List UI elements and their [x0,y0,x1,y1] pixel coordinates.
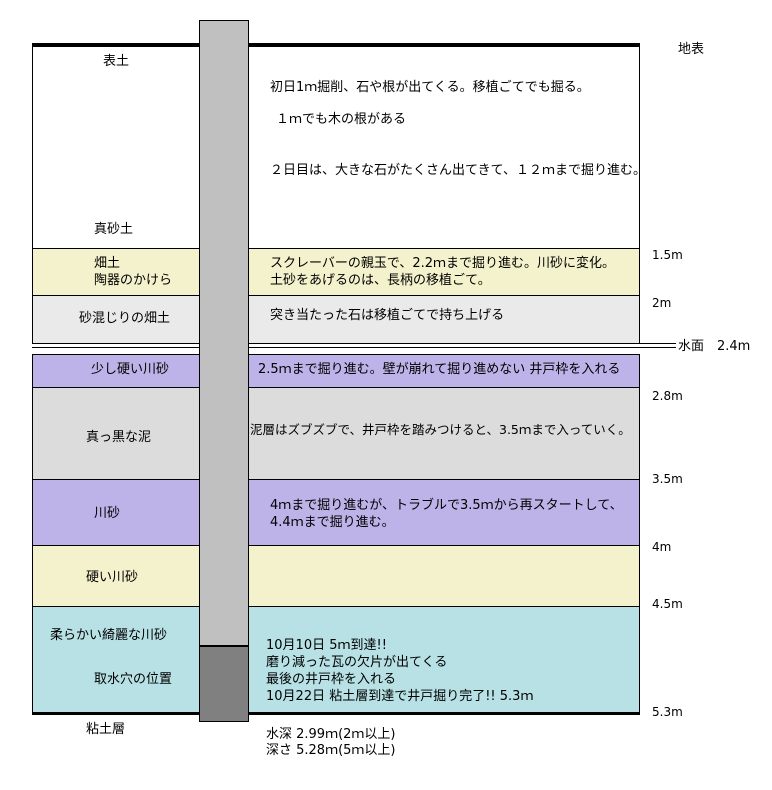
layer-topsoil [32,46,640,249]
summary-total-depth: 深さ 5.28ｍ(5ｍ以上) [266,743,396,758]
layer-note: 4ｍまで掘り進むが、トラブルで3.5ｍから再スタートして、 [270,498,623,513]
depth-label: 5.3m [652,705,683,719]
layer-name-black-mud: 真っ黒な泥 [86,430,152,445]
layer-name-field-soil: 畑土 [94,256,121,271]
depth-label: 4.5m [652,597,683,611]
layer-name-pottery: 陶器のかけら [94,273,173,288]
layer-note: 10月10日 5ｍ到達!! [266,638,387,653]
layer-name-masado: 真砂土 [94,222,134,237]
depth-label: 3.5m [652,472,683,486]
layer-note: 最後の井戸枠を入れる [266,672,397,687]
well-pipe [199,20,249,646]
layer-note: 突き当たった石は移植ごてで持ち上げる [270,308,505,323]
layer-note: １ｍでも木の根がある [276,112,407,127]
layer-name-intake-position: 取水穴の位置 [94,672,173,687]
layer-note: 泥層はズブズブで、井戸枠を踏みつけると、3.5ｍまで入っていく。 [250,422,631,437]
depth-label: 2m [652,296,672,310]
water-surface-line [32,343,676,344]
layer-note: 4.4ｍまで掘り進む。 [270,515,395,530]
bottom-layer-label: 粘土層 [86,722,126,737]
layer-name-soft-clean-river-sand: 柔らかい綺麗な川砂 [50,628,168,643]
summary-water-depth: 水深 2.99ｍ(2ｍ以上) [266,727,396,742]
ground-surface-line [32,43,640,46]
layer-note: 2.5ｍまで掘り進む。壁が崩れて掘り進めない 井戸枠を入れる [258,362,621,377]
layer-hard-river-sand [32,545,640,607]
layer-note: 磨り減った瓦の欠片が出てくる [266,655,448,670]
layer-note: 初日1ｍ掘削、石や根が出てくる。移植ごてでも掘る。 [270,80,590,95]
surface-label: 地表 [678,42,705,57]
water-surface-line [32,347,676,348]
layer-note: ２日目は、大きな石がたくさん出てきて、１２ｍまで掘り進む。 [270,163,646,178]
layer-note: スクレーバーの親玉で、2.2ｍまで掘り進む。川砂に変化。 [270,256,616,271]
layer-name-topsoil: 表土 [103,54,130,69]
depth-label: 4m [652,540,672,554]
depth-label: 1.5m [652,248,683,262]
depth-label: 2.8m [652,389,683,403]
clay-layer-line [32,712,640,715]
water-surface-label: 水面 2.4m [678,339,751,354]
layer-name-hard-river-sand: 硬い川砂 [86,570,139,585]
layer-note: 土砂をあげるのは、長柄の移植ごて。 [270,273,491,288]
layer-note: 10月22日 粘土層到達で井戸掘り完了!! 5.3ｍ [266,689,534,704]
layer-name-slightly-hard-river-sand: 少し硬い川砂 [91,362,170,377]
layer-black-mud [32,387,640,480]
water-intake-section [199,646,249,722]
layer-name-sandy-field-soil: 砂混じりの畑土 [79,311,171,326]
layer-name-river-sand: 川砂 [94,506,121,521]
